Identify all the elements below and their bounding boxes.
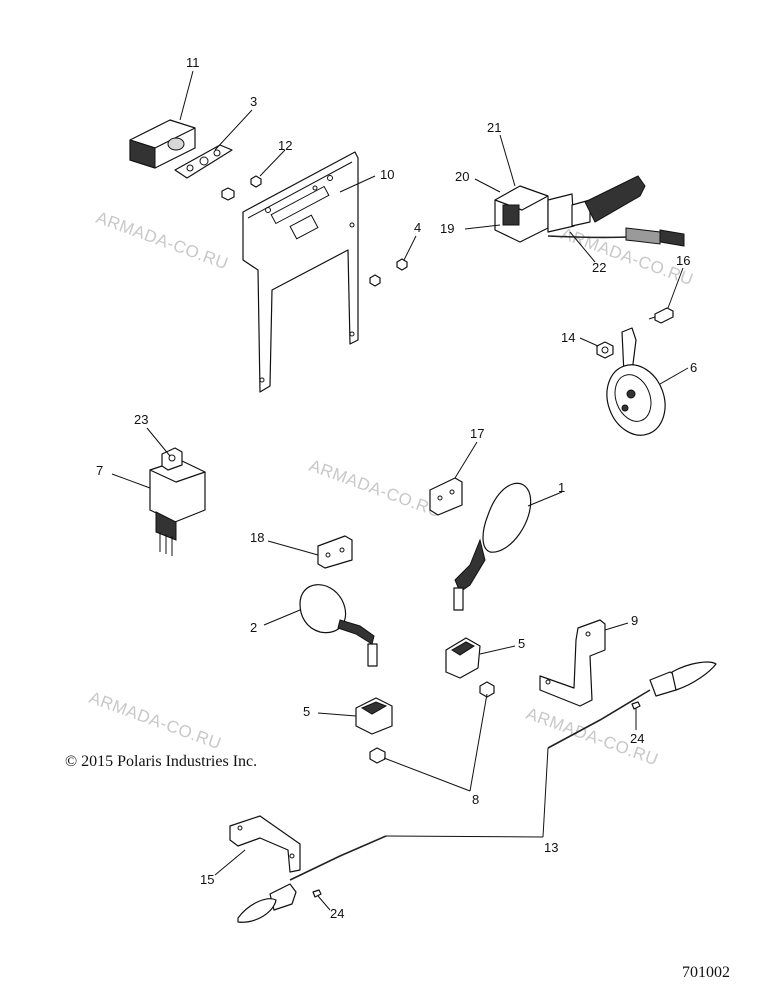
- callout-17: 17: [470, 426, 484, 441]
- part-13-turn-signal-right[interactable]: [547, 661, 717, 749]
- callout-11: 11: [186, 55, 200, 70]
- watermark: ARMADA-CO.RU: [87, 688, 224, 753]
- callout-5-upper: 5: [518, 636, 525, 651]
- leader-lines: [111, 70, 689, 911]
- part-7-flasher-relay[interactable]: [149, 459, 206, 556]
- part-17-mirror-bracket[interactable]: [429, 477, 463, 516]
- part-5-clamp-lower[interactable]: [355, 697, 393, 735]
- part-10-license-bracket[interactable]: [242, 151, 359, 393]
- callout-13: 13: [544, 840, 558, 855]
- part-9-signal-bracket[interactable]: [539, 619, 606, 707]
- callout-10: 10: [380, 167, 394, 182]
- callout-6: 6: [690, 360, 697, 375]
- callout-7: 7: [96, 463, 103, 478]
- callout-21: 21: [487, 120, 501, 135]
- part-2-mirror-left[interactable]: [299, 584, 378, 667]
- callout-5-lower: 5: [303, 704, 310, 719]
- callout-20: 20: [455, 169, 469, 184]
- watermark: ARMADA-CO.RU: [307, 456, 444, 521]
- callout-3: 3: [250, 94, 257, 109]
- callouts: 11 3 12 10 4 21 20 19 22 16 14 6 23 7 17…: [96, 55, 697, 921]
- part-23-bracket[interactable]: [161, 447, 183, 471]
- callout-19: 19: [440, 221, 454, 236]
- callout-14: 14: [561, 330, 575, 345]
- part-5-clamp-upper[interactable]: [445, 637, 481, 679]
- callout-12: 12: [278, 138, 292, 153]
- part-3-lamp-gasket[interactable]: [174, 144, 233, 179]
- callout-8: 8: [472, 792, 479, 807]
- callout-2: 2: [250, 620, 257, 635]
- part-12-nuts[interactable]: [221, 175, 262, 201]
- part-16-screw[interactable]: [648, 307, 674, 324]
- callout-1: 1: [558, 480, 565, 495]
- part-1-mirror-right[interactable]: [453, 482, 532, 611]
- callout-24-right: 24: [630, 731, 644, 746]
- part-19-22-switch-assembly[interactable]: [494, 175, 685, 247]
- part-24-screw-right[interactable]: [631, 701, 641, 710]
- part-14-nut[interactable]: [596, 341, 614, 359]
- part-24-screw-left[interactable]: [312, 889, 322, 898]
- callout-22: 22: [592, 260, 606, 275]
- callout-9: 9: [631, 613, 638, 628]
- watermark: ARMADA-CO.RU: [94, 208, 231, 273]
- part-18-mirror-bracket[interactable]: [317, 535, 353, 569]
- part-15-signal-bracket[interactable]: [229, 815, 301, 873]
- callout-24-left: 24: [330, 906, 344, 921]
- part-4-nuts[interactable]: [369, 258, 408, 287]
- callout-18: 18: [250, 530, 264, 545]
- callout-15: 15: [200, 872, 214, 887]
- figure-number: 701002: [682, 964, 730, 981]
- part-6-horn[interactable]: [597, 327, 674, 443]
- callout-16: 16: [676, 253, 690, 268]
- part-13-turn-signal-left[interactable]: [237, 835, 387, 923]
- part-8-nuts[interactable]: [369, 681, 495, 764]
- copyright-notice: © 2015 Polaris Industries Inc.: [65, 753, 257, 770]
- callout-4: 4: [414, 220, 421, 235]
- part-11-license-lamp[interactable]: [129, 119, 196, 169]
- callout-23: 23: [134, 412, 148, 427]
